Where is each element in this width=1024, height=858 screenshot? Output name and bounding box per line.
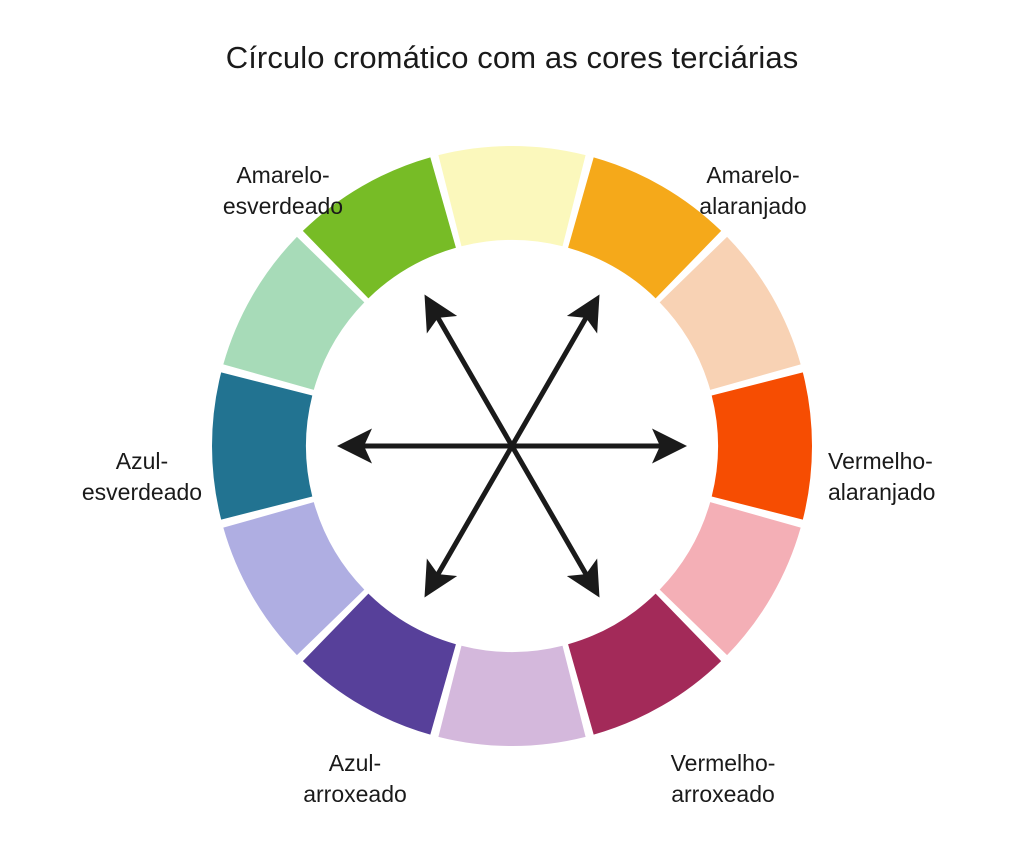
wheel-segment-verde-menta [223, 236, 365, 390]
label-amarelo-esverdeado: Amarelo- esverdeado [222, 162, 344, 219]
page-title: Círculo cromático com as cores terciária… [225, 40, 799, 75]
label-azul-esverdeado: Azul- esverdeado [81, 448, 203, 505]
label-vermelho-arroxeado: Vermelho- arroxeado [670, 750, 776, 807]
wheel-segment-rosa [659, 502, 801, 656]
complementary-arrow-3 [424, 294, 600, 598]
label-vermelho-alaranjado: Vermelho- alaranjado [828, 448, 936, 505]
wheel-segment-amarelo-alaranjado [568, 157, 722, 299]
wheel-segment-group [212, 146, 812, 746]
wheel-segment-lavanda [223, 502, 365, 656]
color-wheel [212, 146, 812, 746]
wheel-segment-vermelho-alaranjado [711, 372, 812, 520]
label-azul-arroxeado: Azul- arroxeado [303, 750, 407, 807]
wheel-segment-amarelo [438, 146, 586, 247]
label-amarelo-alaranjado: Amarelo- alaranjado [699, 162, 807, 219]
wheel-segment-vermelho-arroxeado [568, 593, 722, 735]
wheel-segment-azul-esverdeado [212, 372, 313, 520]
color-wheel-svg [212, 146, 812, 746]
wheel-segment-amarelo-esverdeado [302, 157, 456, 299]
complementary-arrows-group [336, 294, 688, 598]
wheel-segment-laranja-claro [659, 236, 801, 390]
wheel-segment-violeta-claro [438, 645, 586, 746]
wheel-segment-azul-arroxeado [302, 593, 456, 735]
